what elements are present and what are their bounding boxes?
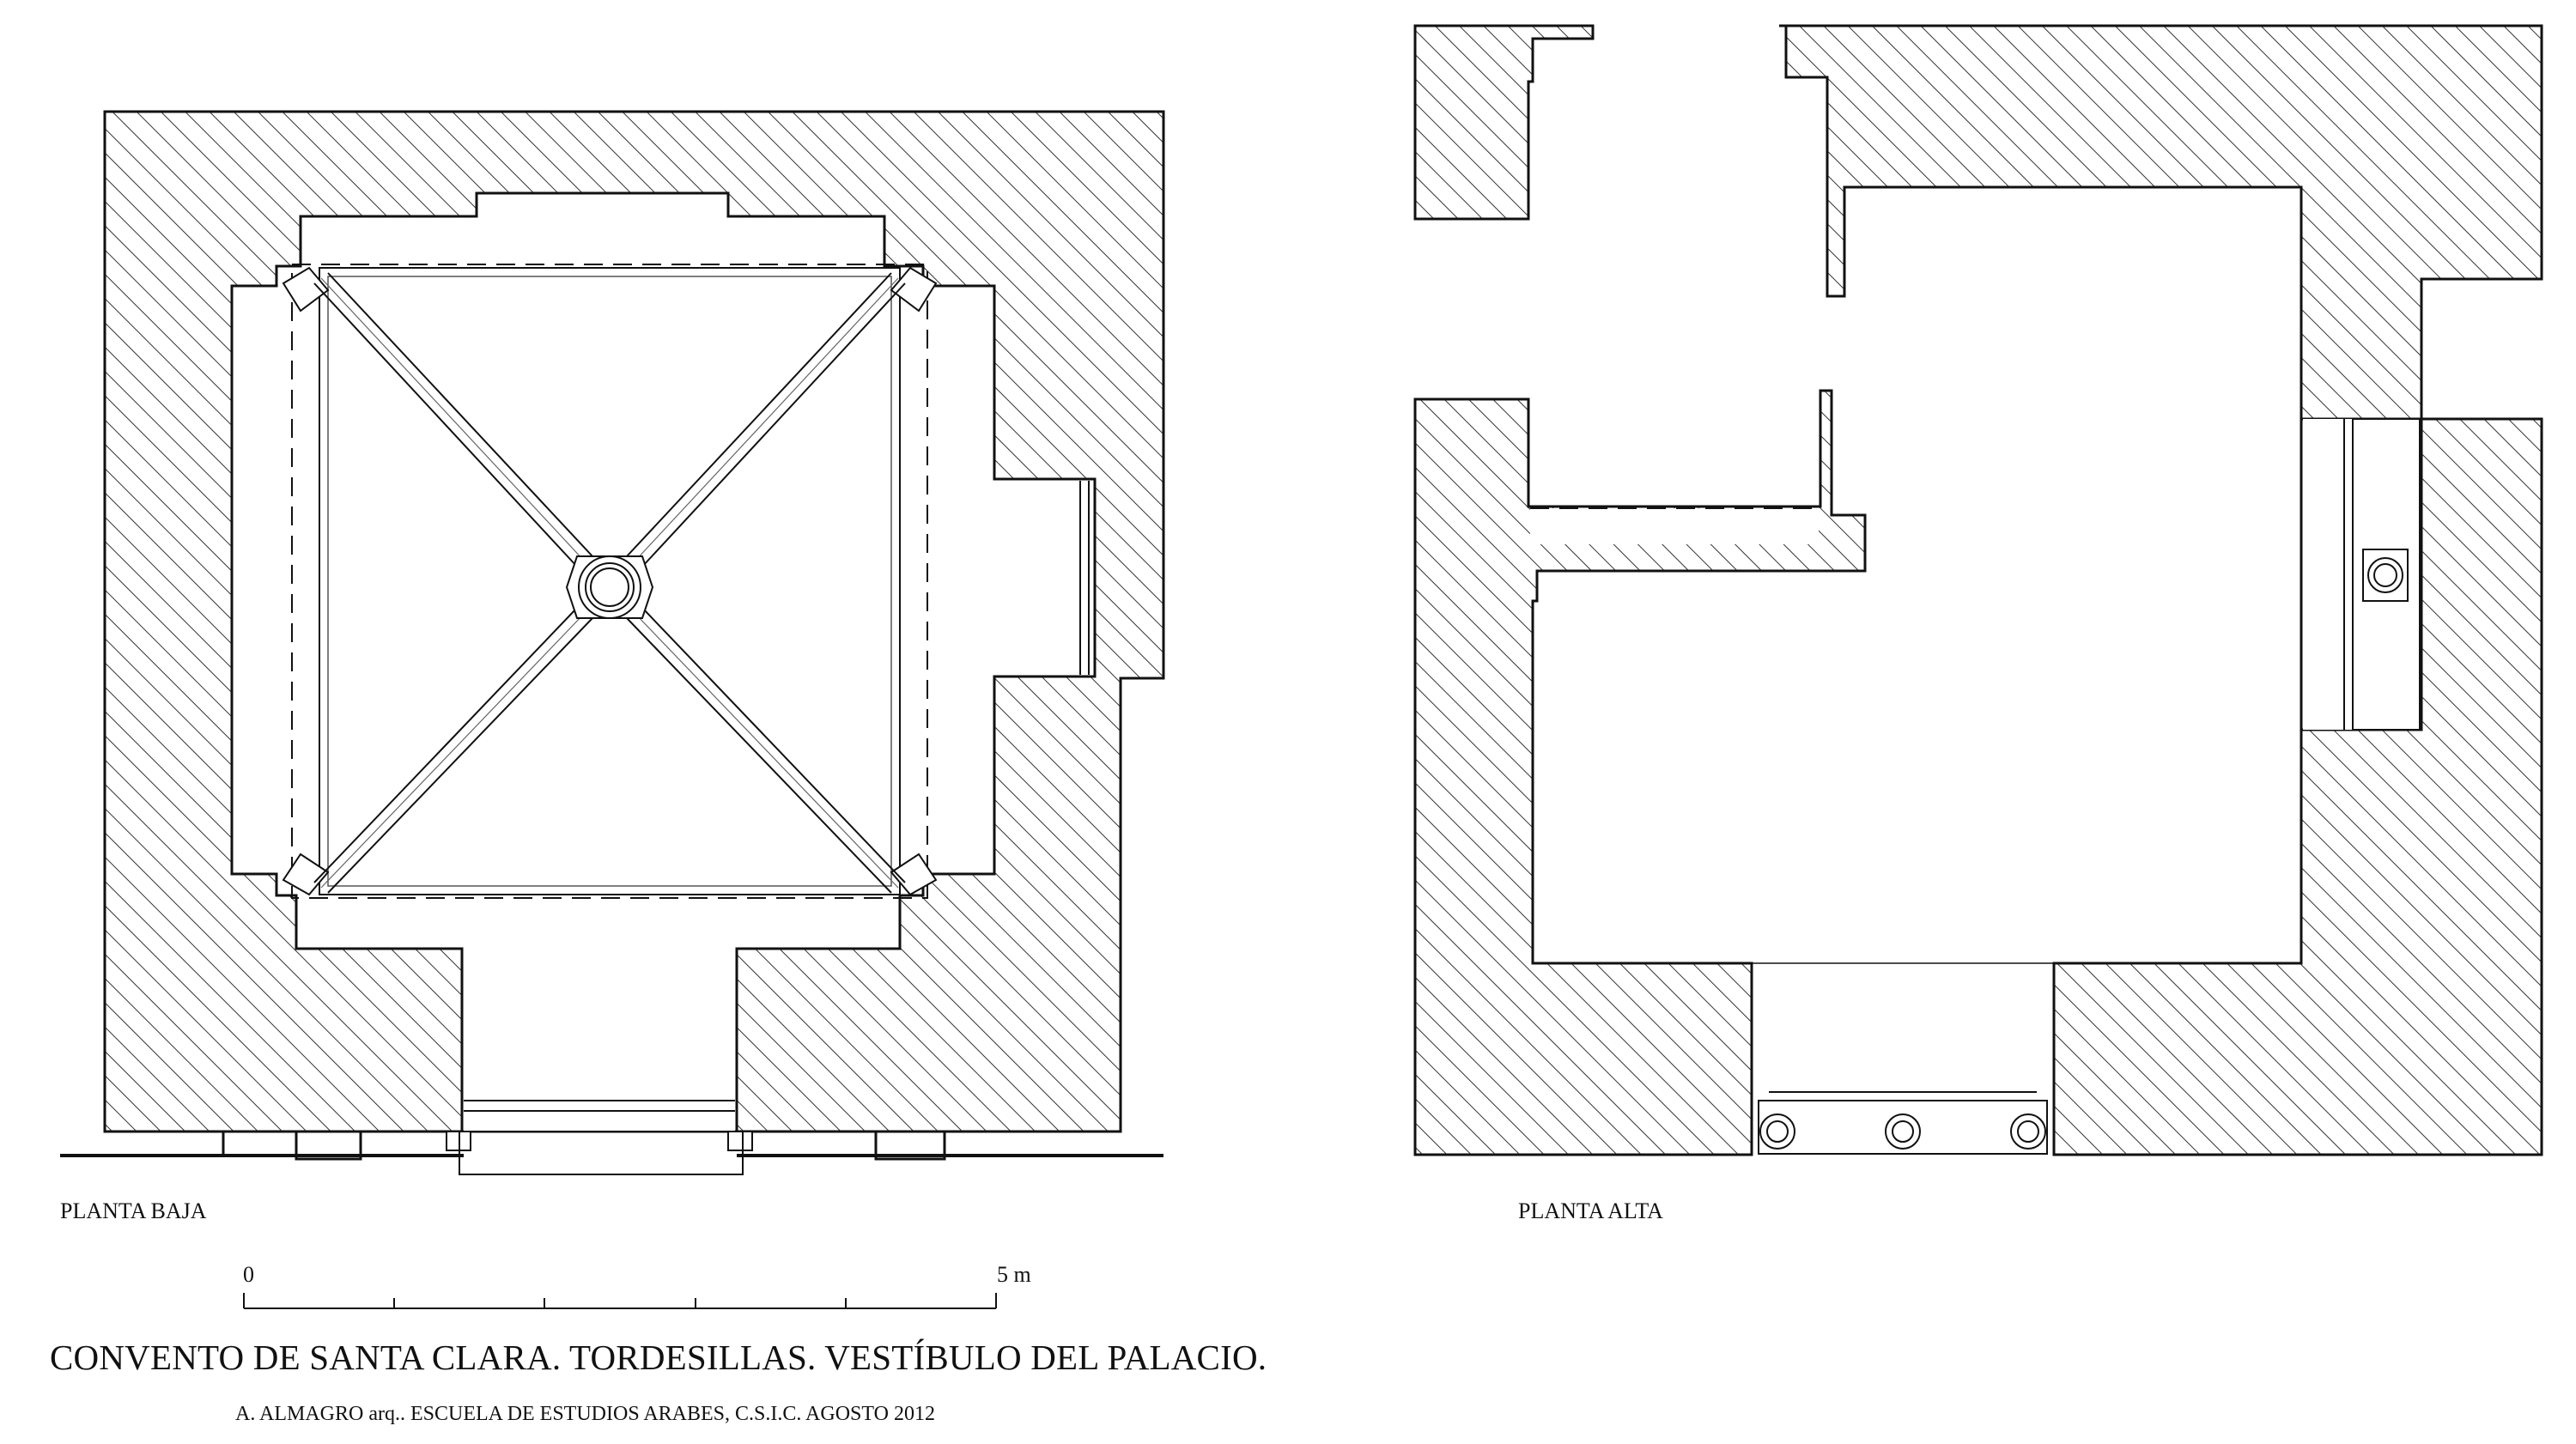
- plan-ground-floor: [60, 110, 1165, 1175]
- scale-start-label: 0: [243, 1262, 254, 1287]
- upper-floor-wall-nw: [1413, 24, 1595, 221]
- scale-end-label: 5 m: [997, 1262, 1031, 1287]
- label-planta-baja: PLANTA BAJA: [60, 1198, 207, 1223]
- scale-bar: [243, 1293, 997, 1309]
- drawing-credit: A. ALMAGRO arq.. ESCUELA DE ESTUDIOS ARA…: [235, 1403, 935, 1425]
- upper-floor-wall-ne: [1779, 24, 2543, 421]
- drawing-title: CONVENTO DE SANTA CLARA. TORDESILLAS. VE…: [50, 1338, 1267, 1377]
- ground-floor-walls: [103, 110, 1165, 1133]
- plan-upper-floor: [1413, 24, 2543, 1156]
- upper-floor-wall-se: [2052, 417, 2543, 1156]
- label-planta-alta: PLANTA ALTA: [1518, 1198, 1663, 1223]
